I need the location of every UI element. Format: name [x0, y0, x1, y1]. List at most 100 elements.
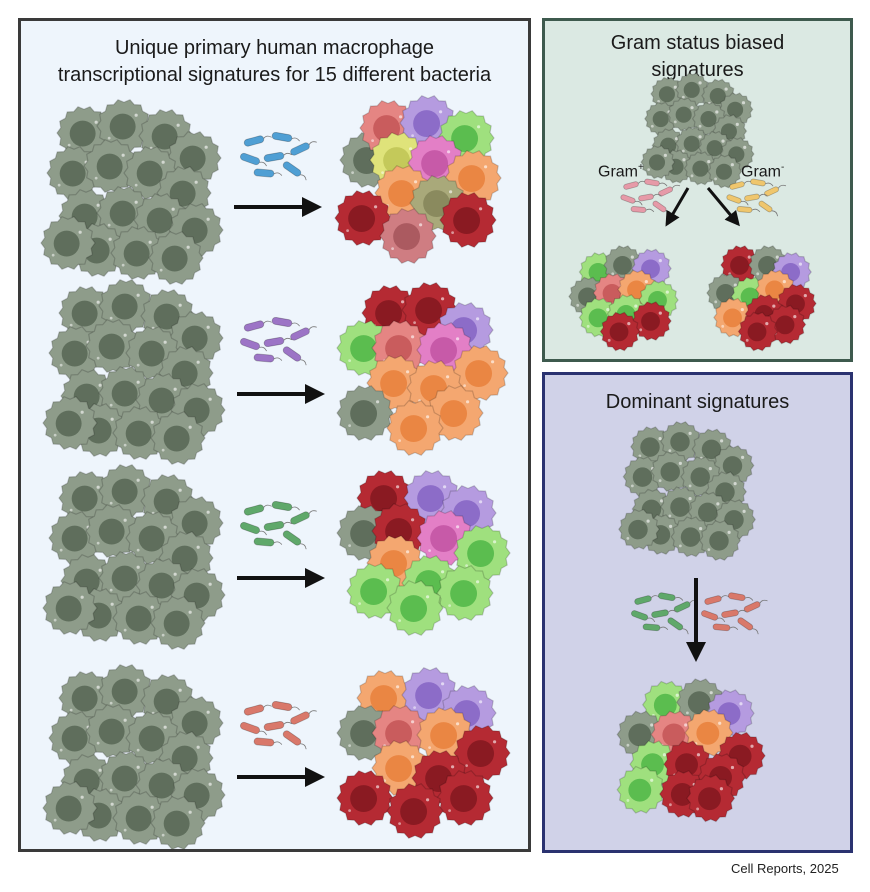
naive-cell — [42, 395, 98, 451]
bacterium — [243, 135, 265, 147]
bacterium — [282, 730, 302, 746]
gram-status-title: Gram status biased signatures — [545, 30, 850, 84]
activated-cell — [737, 311, 779, 352]
bacterium — [290, 142, 310, 156]
bacterium — [620, 194, 636, 204]
naive-cell — [150, 795, 206, 851]
bacteria-layer — [239, 131, 787, 750]
bacterium — [630, 206, 647, 213]
naive-cell — [98, 663, 154, 719]
naive-cell — [148, 230, 204, 286]
bacterium — [758, 200, 773, 213]
naive-cell — [48, 325, 104, 381]
bacterium — [253, 353, 275, 363]
signature-cluster-row-4 — [336, 666, 511, 840]
gram-positive-text: Gram — [598, 163, 638, 181]
gram-title-line-2: signatures — [651, 59, 744, 81]
naive-cell — [42, 780, 98, 836]
bacterium — [253, 737, 275, 747]
bacterium — [638, 193, 654, 202]
bacterium — [239, 337, 261, 351]
naive-cell — [85, 318, 141, 374]
bacterium — [642, 623, 661, 632]
bacterium — [634, 595, 652, 605]
dominant-cluster — [616, 678, 766, 823]
bacterium — [721, 609, 739, 619]
activated-cell — [379, 207, 437, 265]
bacterium — [651, 609, 669, 619]
activated-cell — [453, 724, 511, 782]
unique-signatures-title: Unique primary human macrophage transcri… — [21, 35, 528, 89]
naive-cell — [618, 508, 661, 550]
bacteria-dominant-green — [631, 592, 698, 635]
bacterium — [239, 721, 261, 735]
bacterium — [712, 623, 731, 632]
unique-title-line-2: transcriptional signatures for 15 differ… — [57, 64, 492, 86]
unique-title-line-1: Unique primary human macrophage — [114, 37, 435, 59]
gram-positive-sup: + — [638, 162, 644, 173]
gram-negative-sup: - — [781, 162, 785, 173]
activated-cell — [616, 765, 666, 814]
activated-cell — [436, 769, 494, 827]
bacteria-blue — [239, 131, 317, 181]
bacterium — [658, 186, 673, 197]
activated-cell — [386, 782, 444, 840]
bacterium — [271, 700, 293, 712]
bacterium — [282, 346, 302, 362]
bacterium — [667, 617, 684, 631]
naive-cell — [112, 790, 168, 846]
naive-cell — [98, 278, 154, 334]
naive-cell — [85, 503, 141, 559]
bacterium — [263, 520, 285, 532]
bacterium — [239, 521, 261, 535]
bacterium — [290, 327, 310, 341]
naive-cluster-row-2 — [42, 278, 226, 466]
activated-cell — [371, 739, 429, 797]
naive-cell — [650, 451, 693, 492]
activated-cell — [386, 579, 444, 637]
naive-cell — [40, 215, 96, 271]
activated-cell — [336, 769, 394, 827]
bacterium — [704, 595, 722, 605]
activated-cell — [453, 524, 511, 582]
activated-cell — [334, 189, 392, 247]
bacterium — [701, 610, 719, 621]
bacterium — [282, 161, 302, 177]
arrow-gram-positive — [665, 187, 690, 227]
activated-cell — [684, 708, 734, 757]
signature-cluster-row-1 — [334, 94, 502, 265]
naive-cell — [96, 98, 152, 154]
bacteria-gram-negative — [726, 178, 787, 217]
bacterium — [750, 178, 766, 187]
bacterium — [271, 131, 293, 143]
bacterium — [243, 704, 265, 716]
bacteria-red — [239, 700, 317, 750]
bacterium — [657, 592, 676, 602]
activated-cell — [686, 774, 736, 823]
bacterium — [253, 537, 275, 547]
activated-cell — [386, 399, 444, 457]
naive-cell — [48, 510, 104, 566]
gram-negative-cluster — [706, 245, 817, 352]
naive-cell — [83, 138, 139, 194]
arrow-gram-negative — [706, 187, 740, 227]
activated-cell — [346, 562, 404, 620]
naive-cell — [670, 516, 713, 558]
bacterium — [290, 511, 310, 525]
naive-cell — [150, 595, 206, 651]
gram-positive-label: Gram+ — [598, 162, 644, 181]
bacterium — [263, 720, 285, 732]
bacterium — [271, 500, 293, 512]
naive-cell — [98, 463, 154, 519]
naive-cell — [85, 703, 141, 759]
bacterium — [727, 592, 746, 602]
bacteria-purple — [239, 316, 317, 366]
naive-cell — [667, 97, 702, 132]
bacterium — [764, 186, 779, 197]
naive-cell — [110, 225, 166, 281]
bacterium — [243, 320, 265, 332]
naive-cell — [112, 405, 168, 461]
naive-cell — [660, 486, 703, 528]
naive-cluster-gram — [640, 72, 755, 189]
bacteria-green — [239, 500, 317, 550]
